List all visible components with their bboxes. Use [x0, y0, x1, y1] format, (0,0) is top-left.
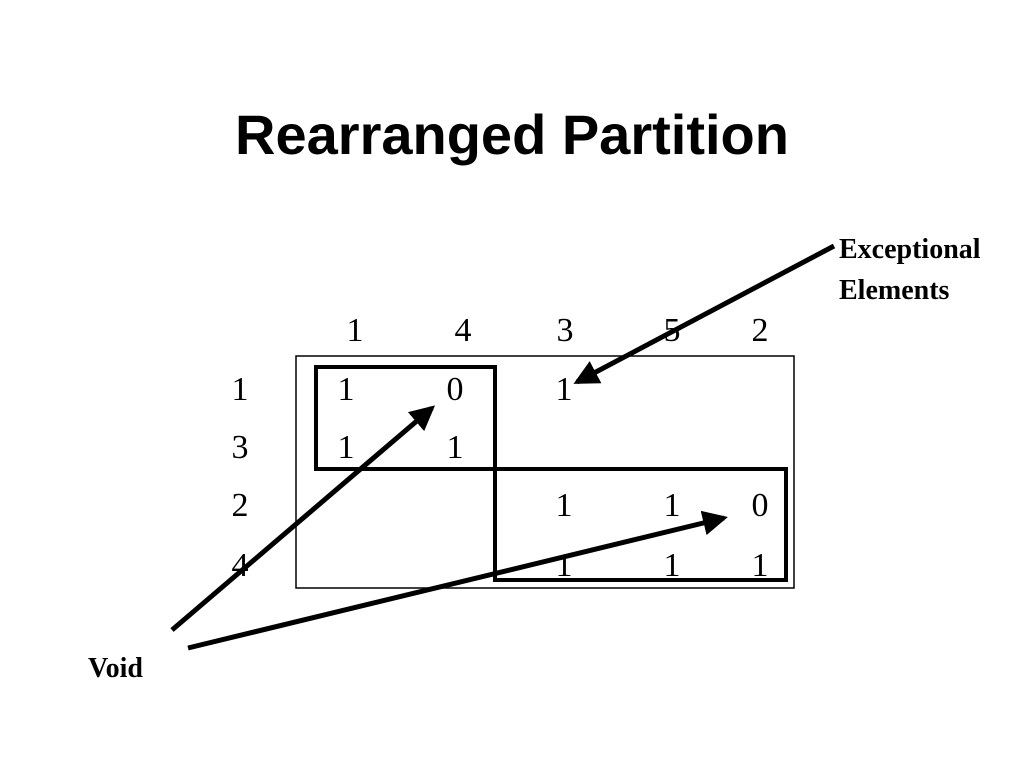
row-header: 3: [232, 429, 249, 466]
matrix-frame: [295, 355, 795, 589]
void-arrow-lower: [187, 510, 728, 651]
matrix-cell: 1: [752, 547, 769, 584]
void-arrow-upper: [170, 405, 436, 632]
matrix-cell: 1: [447, 429, 464, 466]
column-header: 1: [347, 312, 364, 349]
column-header: 4: [455, 312, 472, 349]
column-headers: 1 4 3 5 2: [347, 312, 769, 349]
matrix-cell: 1: [338, 429, 355, 466]
partition-block-2: [493, 467, 788, 582]
matrix-cell: 1: [556, 487, 573, 524]
matrix-cell: 1: [664, 487, 681, 524]
matrix-cell: 1: [556, 371, 573, 408]
exceptional-arrow: [573, 243, 836, 385]
column-header: 3: [557, 312, 574, 349]
row-header: 2: [232, 487, 249, 524]
matrix-cells: 1 0 1 1 1 1 1 0 1 1 1: [338, 371, 769, 584]
matrix-cell: 1: [664, 547, 681, 584]
row-header: 1: [232, 371, 249, 408]
matrix-cell: 1: [556, 547, 573, 584]
exceptional-elements-label-line1: Exceptional: [839, 234, 981, 265]
row-headers: 1 3 2 4: [232, 371, 249, 584]
void-label: Void: [88, 653, 143, 684]
column-header: 2: [752, 312, 769, 349]
matrix-cell: 0: [752, 487, 769, 524]
matrix-cell: 1: [338, 371, 355, 408]
slide-title: Rearranged Partition: [235, 103, 789, 166]
exceptional-elements-label-line2: Elements: [839, 275, 950, 306]
matrix-cell: 0: [447, 371, 464, 408]
partition-block-1: [314, 365, 497, 471]
